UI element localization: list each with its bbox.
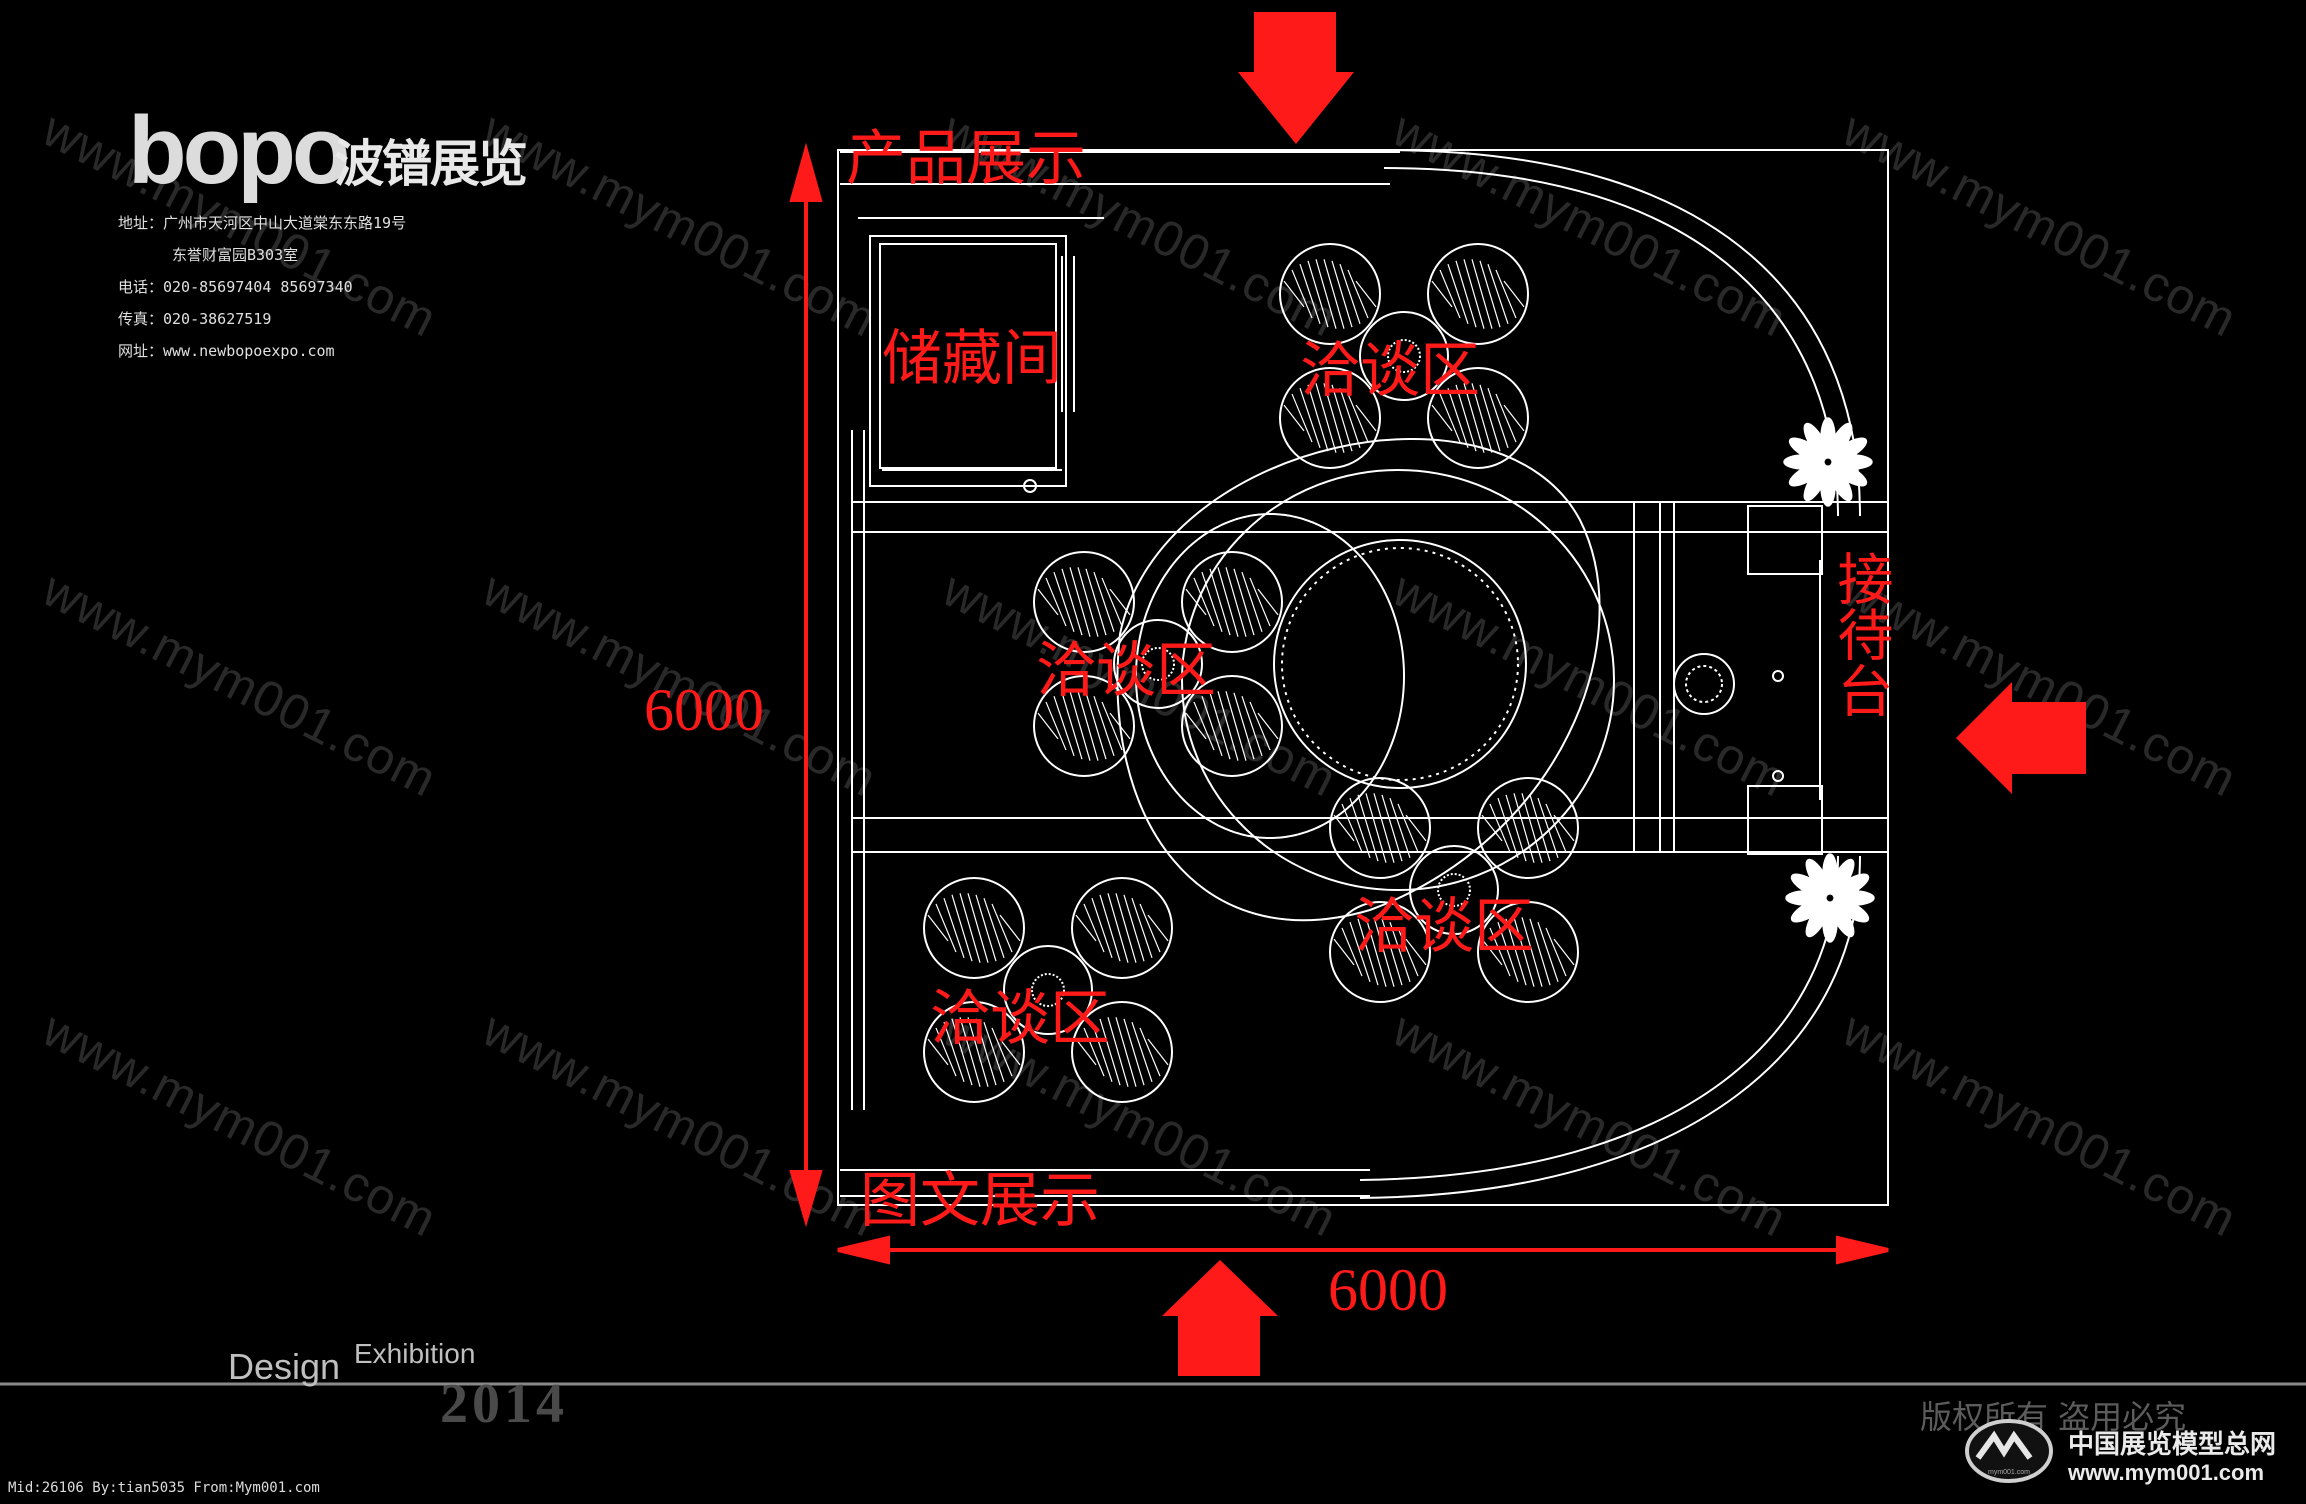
- negotiation-table-set: [1279, 243, 1529, 469]
- chair: [1181, 551, 1283, 653]
- negotiation-table-set: [1329, 777, 1579, 1003]
- chair: [923, 877, 1025, 979]
- label-product-display: 产品展示: [846, 124, 1086, 194]
- entrance-arrow-top: [1238, 12, 1354, 144]
- round-table: [1003, 945, 1093, 1035]
- label-storage-room: 储藏间: [882, 324, 1062, 394]
- chair: [1071, 877, 1173, 979]
- central-circle-inner: [1273, 539, 1527, 789]
- label-negotiation-3: 洽谈区: [1354, 892, 1534, 962]
- chair: [1071, 1001, 1173, 1103]
- reception-counter: [1633, 501, 1675, 853]
- fax-line: 传真：020-38627519: [118, 310, 272, 328]
- chair: [1477, 901, 1579, 1003]
- chair: [1427, 367, 1529, 469]
- round-table: [1409, 845, 1499, 935]
- chair: [1329, 777, 1431, 879]
- label-negotiation-4: 洽谈区: [930, 984, 1110, 1054]
- reception-plant: [1673, 653, 1735, 715]
- width-arrow-left: [837, 1235, 890, 1265]
- chair: [1181, 675, 1283, 777]
- storage-room-outline: [869, 235, 1067, 487]
- phone-line: 电话：020-85697404 85697340: [118, 278, 353, 296]
- central-circle-outer: [1181, 469, 1615, 891]
- site-url: www.mym001.com: [2068, 1460, 2265, 1485]
- chair: [1427, 243, 1529, 345]
- booth-outline: [837, 149, 1889, 1206]
- round-table: [1113, 619, 1203, 709]
- website-line: 网址：www.newbopoexpo.com: [118, 342, 335, 360]
- chair: [1329, 901, 1431, 1003]
- negotiation-table-set: [923, 877, 1173, 1103]
- footer-exhibition-text: Exhibition: [354, 1338, 476, 1369]
- reception-cabinet-bottom: [1747, 785, 1823, 855]
- plant-layer: [1783, 417, 1875, 943]
- mym-badge-icon: mym001.com: [1965, 1419, 2053, 1483]
- width-arrow-right: [1836, 1235, 1889, 1265]
- chair: [923, 1001, 1025, 1103]
- footer-design-text: Design: [228, 1346, 341, 1387]
- chair: [1033, 675, 1135, 777]
- height-arrow-bottom: [789, 1170, 823, 1228]
- round-table: [1359, 311, 1449, 401]
- chair: [1279, 367, 1381, 469]
- reception-cabinet-top: [1747, 505, 1823, 575]
- chair: [1279, 243, 1381, 345]
- chair: [1477, 777, 1579, 879]
- badge-text: mym001.com: [1988, 1469, 2030, 1476]
- potted-plant-icon: [1783, 417, 1873, 507]
- address-line-2: 东誉财富园B303室: [172, 246, 299, 264]
- label-reception-desk: 接待台: [1828, 550, 1893, 718]
- label-negotiation-2: 洽谈区: [1036, 636, 1216, 706]
- address-line-1: 地址：广州市天河区中山大道棠东东路19号: [118, 214, 407, 232]
- copyright-notice: 版权所有 盗用必究: [1920, 1398, 2187, 1436]
- brand-logo: bopo: [128, 96, 351, 206]
- chair: [1033, 551, 1135, 653]
- negotiation-table-set: [1033, 551, 1283, 777]
- height-dimension-label: 6000: [644, 677, 764, 743]
- brand-logo-text: bopo: [128, 97, 351, 204]
- potted-plant-icon: [1785, 853, 1875, 943]
- curved-wall-top: [1383, 149, 1861, 517]
- site-name-cn: 中国展览模型总网: [2068, 1430, 2277, 1460]
- chair-group-layer: [923, 243, 1579, 1103]
- entrance-arrow-bottom: [1162, 1260, 1278, 1376]
- label-graphic-display: 图文展示: [860, 1166, 1100, 1236]
- entrance-arrow-right: [1956, 682, 2086, 794]
- width-dimension-label: 6000: [1328, 1257, 1448, 1323]
- brand-name-cn: 波镨展览: [334, 135, 528, 193]
- label-negotiation-1: 洽谈区: [1300, 336, 1480, 406]
- footer-meta: Mid:26106 By:tian5035 From:Mym001.com: [8, 1480, 320, 1496]
- footer-year: 2014: [440, 1373, 568, 1435]
- height-arrow-top: [789, 142, 823, 202]
